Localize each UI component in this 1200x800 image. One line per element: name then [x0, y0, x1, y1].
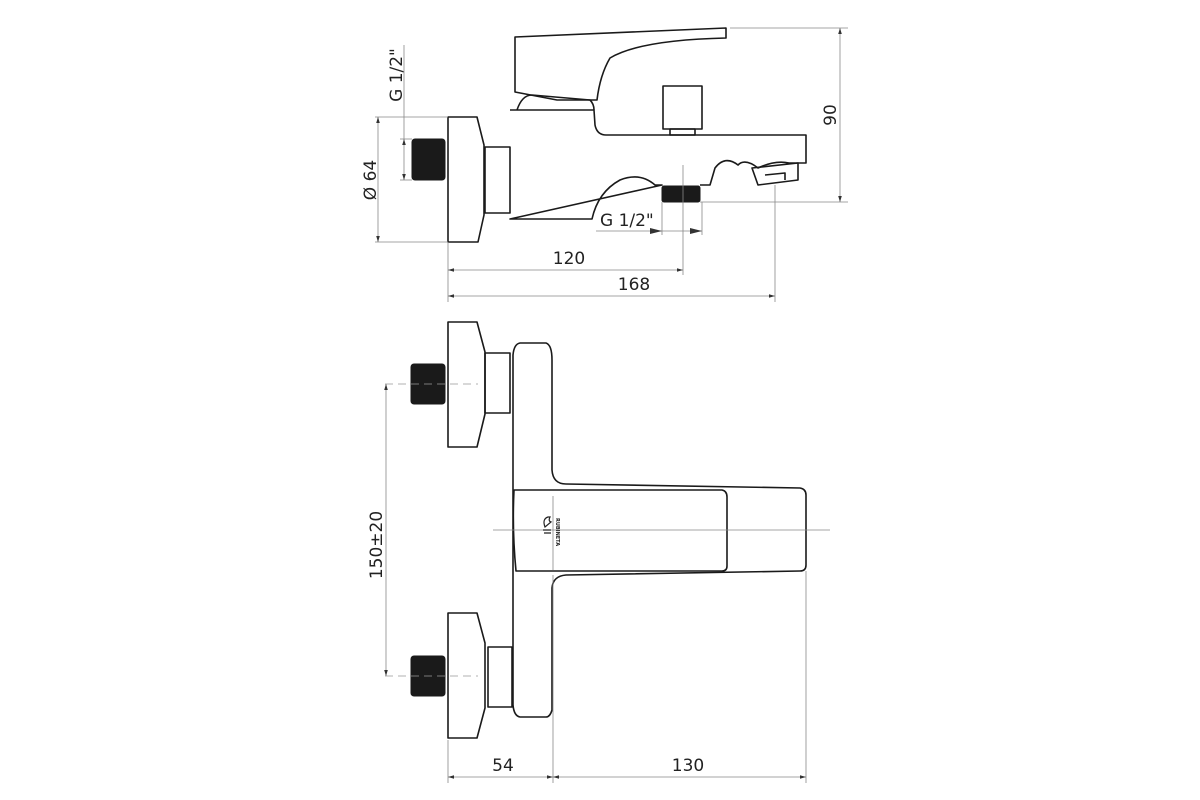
outlet-distance-label: 120	[553, 249, 585, 269]
upper-nut	[484, 352, 511, 414]
lever-top	[512, 489, 728, 572]
rubineta-logo: RUBINETA	[543, 516, 560, 546]
outlet-thread	[661, 185, 701, 203]
inlet-thread-label: G 1/2"	[387, 48, 407, 102]
body-outline	[512, 342, 807, 718]
spout-aerator	[751, 162, 799, 186]
eccentric-nut	[484, 146, 511, 214]
top-view: RUBINETA 150±20 54 130	[367, 321, 830, 783]
svg-text:RUBINETA: RUBINETA	[554, 518, 560, 546]
lower-flange	[447, 612, 486, 739]
diverter-knob	[662, 85, 703, 130]
inlet-spacing-label: 150±20	[367, 511, 387, 579]
flange-diameter-label: Ø 64	[361, 160, 381, 200]
body-depth-label: 54	[492, 756, 514, 776]
outlet-thread-label: G 1/2"	[600, 211, 654, 231]
wall-flange	[447, 116, 485, 243]
side-view: 90 Ø 64 G 1/2" G 1/2" 120 168	[361, 27, 848, 302]
mixer-body	[509, 109, 807, 220]
upper-flange	[447, 321, 486, 448]
inlet-thread	[411, 138, 446, 181]
handle-base	[516, 94, 595, 111]
height-dim-label: 90	[821, 104, 841, 126]
diverter-stem	[669, 128, 696, 136]
total-projection-label: 168	[618, 275, 650, 295]
spout-length-label: 130	[672, 756, 704, 776]
lower-nut	[487, 646, 513, 708]
handle	[514, 27, 727, 101]
